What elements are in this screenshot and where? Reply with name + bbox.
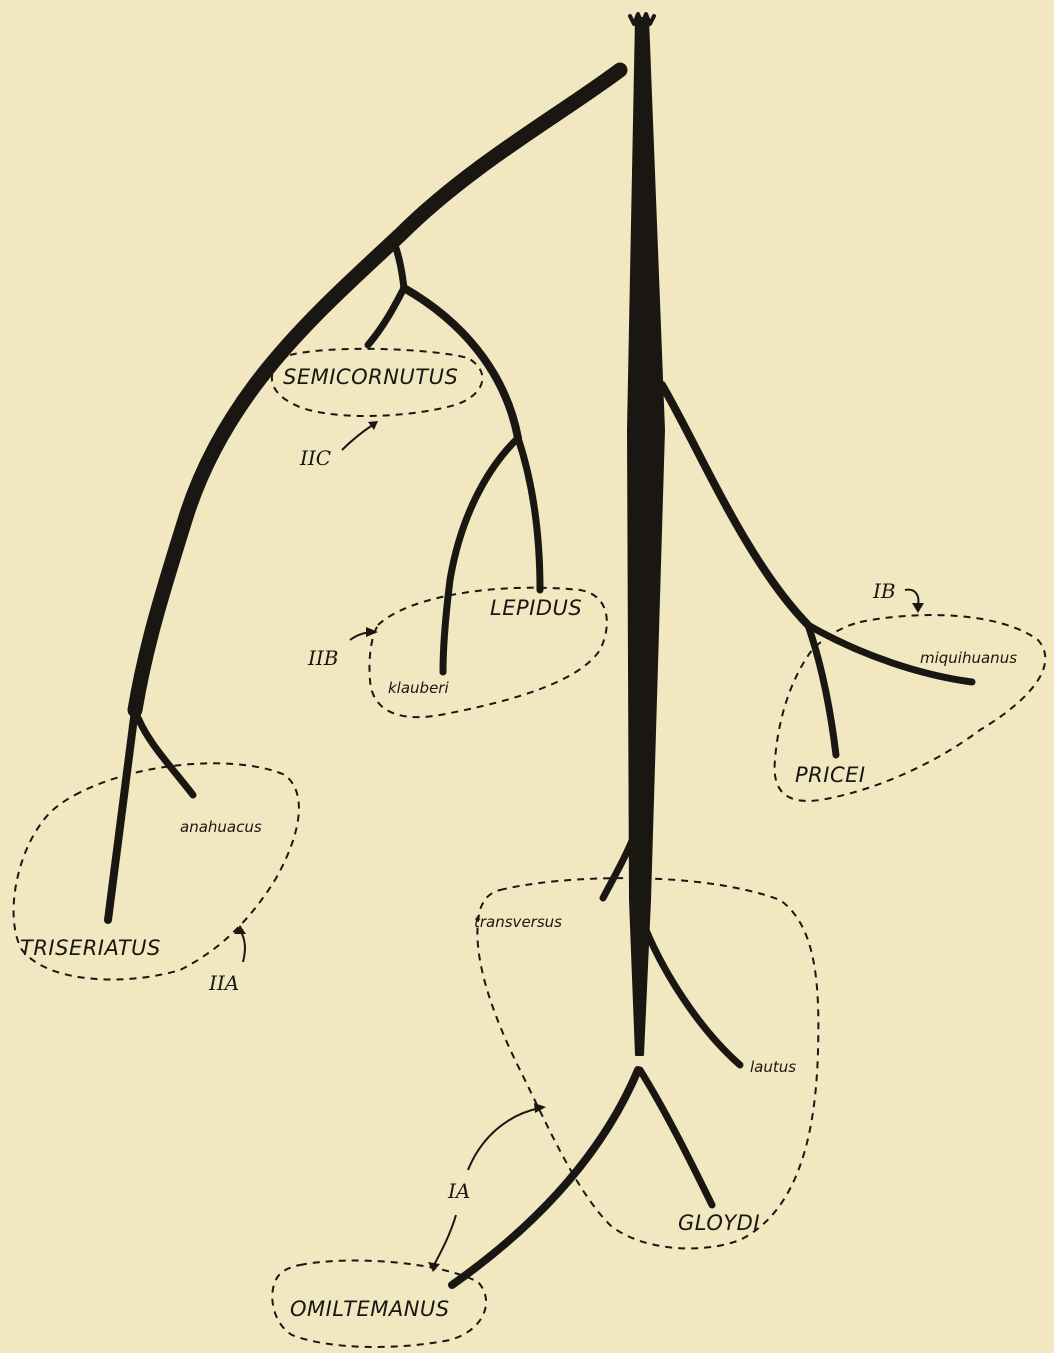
- pointer-IIC: [342, 424, 374, 450]
- label-code-IA: IA: [447, 1179, 470, 1203]
- label-triseriatus: TRISERIATUS: [20, 936, 161, 960]
- branch-anahuacus: [135, 710, 193, 795]
- label-anahuacus: anahuacus: [180, 818, 262, 836]
- branch-lepidus: [518, 438, 540, 590]
- branch-IIB: [404, 288, 518, 438]
- arrowhead-IB: [912, 603, 924, 613]
- label-lautus: lautus: [750, 1058, 796, 1076]
- label-gloydi: GLOYDI: [678, 1211, 760, 1235]
- label-code-IIC: IIC: [299, 446, 331, 470]
- label-lepidus: LEPIDUS: [490, 596, 582, 620]
- trunk-top-fringe: [630, 14, 654, 24]
- pointer-IB: [905, 590, 918, 605]
- branch-IB: [662, 385, 808, 625]
- label-code-IIB: IIB: [307, 646, 339, 670]
- pointer-IA-up: [468, 1108, 540, 1170]
- branch-omiltemanus: [452, 1070, 638, 1285]
- branch-gloydi: [640, 1070, 712, 1205]
- main-trunk: [628, 18, 664, 1055]
- branch-IIB-IIC: [395, 245, 404, 288]
- pointer-IIA: [240, 930, 245, 962]
- pointer-IA-down: [434, 1215, 456, 1265]
- label-code-IIA: IIA: [208, 971, 239, 995]
- branch-lautus: [646, 930, 740, 1065]
- branch-group-II-lower: [108, 710, 135, 920]
- label-miquihuanus: miquihuanus: [920, 649, 1017, 667]
- label-omiltemanus: OMILTEMANUS: [290, 1297, 450, 1321]
- arrowhead-IIC: [368, 421, 378, 430]
- branch-pricei: [808, 625, 836, 755]
- branch-semicornutus: [368, 288, 404, 345]
- label-code-IB: IB: [872, 579, 896, 603]
- branch-klauberi: [443, 438, 518, 672]
- label-klauberi: klauberi: [388, 679, 449, 697]
- label-pricei: PRICEI: [795, 763, 866, 787]
- label-transversus: transversus: [474, 913, 562, 931]
- label-semicornutus: SEMICORNUTUS: [283, 365, 458, 389]
